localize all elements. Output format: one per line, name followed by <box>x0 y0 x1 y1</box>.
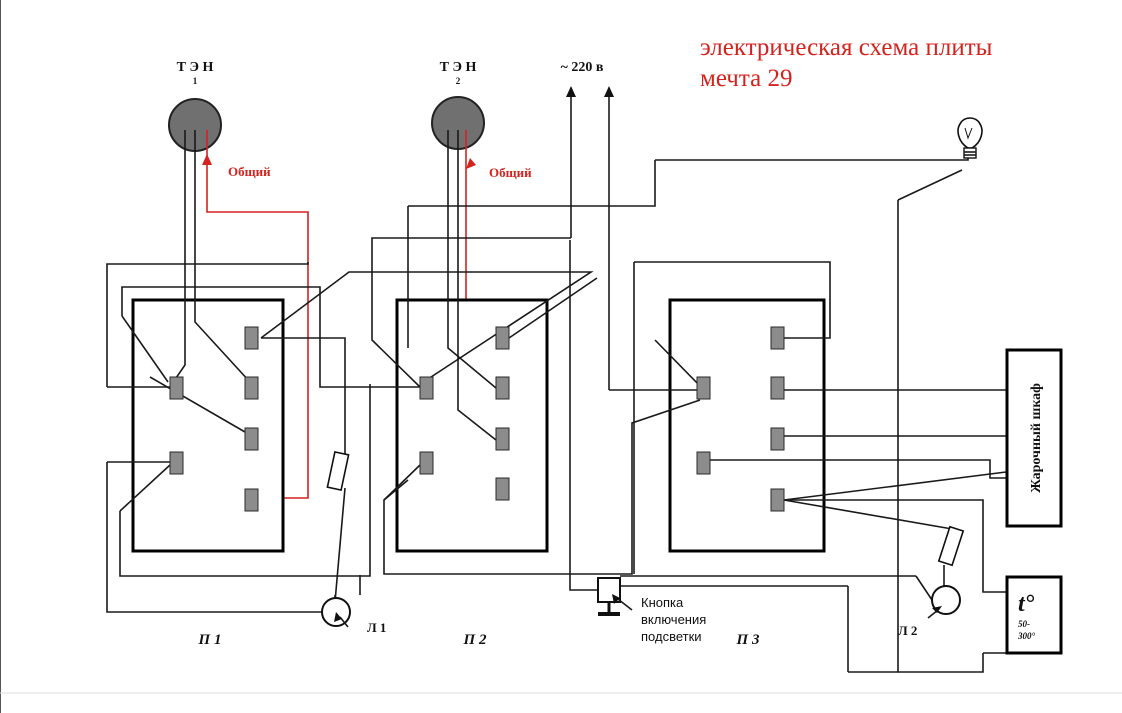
diagram-title-line2: мечта 29 <box>700 65 792 92</box>
wiring-panel-2 <box>359 130 701 595</box>
switch-3-label: П 3 <box>736 632 760 648</box>
oven-label: Жарочный шкаф <box>1029 383 1044 493</box>
switch-3-contacts <box>696 326 785 512</box>
wiring-panel-1 <box>106 130 594 613</box>
heater-1-common-wire <box>202 130 309 499</box>
heater-1-number: 1 <box>193 76 198 86</box>
switch-2-label: П 2 <box>463 632 487 648</box>
heater-2-number: 2 <box>456 76 461 86</box>
power-supply-label: ~ 220 в <box>561 60 604 75</box>
heater-1-label: Т Э Н <box>177 60 214 75</box>
heater-2-label: Т Э Н <box>440 60 477 75</box>
switch-panel-1 <box>131 298 285 553</box>
switch-panel-2 <box>395 298 549 553</box>
thermostat-range-line1: 50- <box>1018 619 1030 629</box>
resistor-1 <box>326 450 350 492</box>
power-line-1 <box>566 86 576 238</box>
power-line-2 <box>604 86 614 390</box>
backlight-button-icon <box>597 577 633 616</box>
lamp-1-label: Л 1 <box>367 620 386 635</box>
thermostat-symbol: t° <box>1018 591 1035 617</box>
indicator-lamp-2 <box>927 585 961 619</box>
oven-box <box>1005 348 1063 528</box>
switch-2-contacts <box>419 326 510 501</box>
lamp-2-label: Л 2 <box>898 623 917 638</box>
resistor-2 <box>937 525 965 567</box>
heater-2-common-label: Общий <box>489 165 532 180</box>
switch-panel-3 <box>668 298 826 553</box>
button-label-line2: включения <box>641 612 706 627</box>
button-label-line3: подсветки <box>641 629 702 644</box>
indicator-lamp-1 <box>321 597 351 628</box>
light-bulb-icon <box>957 117 983 159</box>
switch-1-label: П 1 <box>198 632 222 648</box>
switch-1-contacts <box>169 326 259 512</box>
thermostat-range-line2: 300° <box>1017 631 1036 641</box>
diagram-title-line1: электрическая схема плиты <box>700 34 993 61</box>
button-label-line1: Кнопка <box>641 595 684 610</box>
heater-1-common-label: Общий <box>228 164 271 179</box>
thermostat-box <box>1005 575 1063 655</box>
